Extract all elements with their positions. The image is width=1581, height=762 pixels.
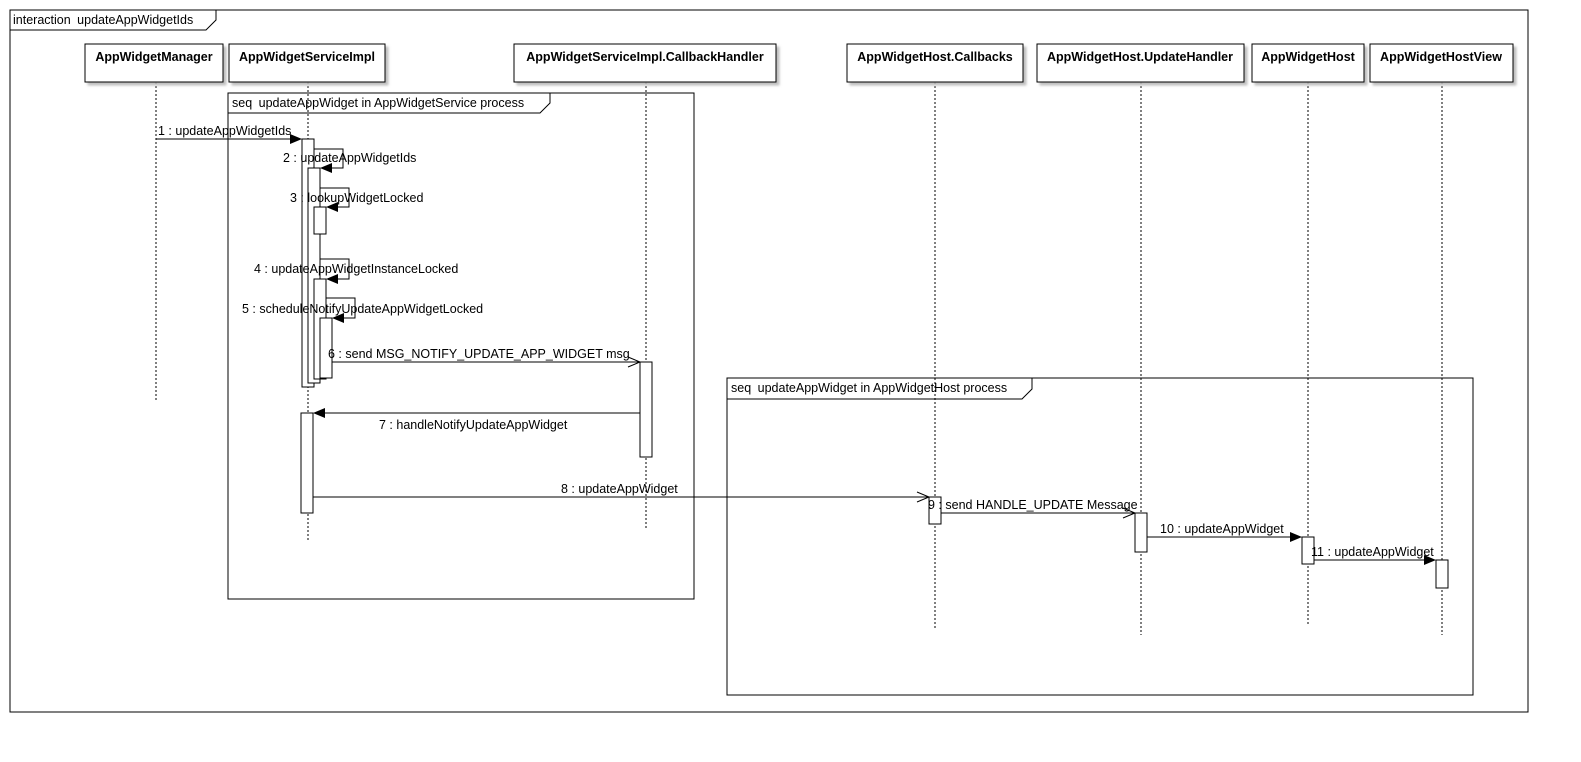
- message-label: 5 : scheduleNotifyUpdateAppWidgetLocked: [242, 302, 483, 316]
- activation-bar: [639, 361, 653, 458]
- message-4: 4 : updateAppWidgetInstanceLocked: [254, 258, 458, 284]
- lifeline-label: AppWidgetServiceImpl.CallbackHandler: [526, 50, 764, 64]
- message-2: 2 : updateAppWidgetIds: [283, 148, 416, 173]
- message-label: 6 : send MSG_NOTIFY_UPDATE_APP_WIDGET ms…: [328, 347, 630, 361]
- lifeline-app-widget-manager: AppWidgetManager: [84, 43, 224, 400]
- message-label: 2 : updateAppWidgetIds: [283, 151, 416, 165]
- fragment-host-process: seq updateAppWidget in AppWidgetHost pro…: [726, 377, 1474, 696]
- lifeline-host-callbacks: AppWidgetHost.Callbacks: [846, 43, 1024, 630]
- message-3: 3 : lookupWidgetLocked: [290, 187, 423, 212]
- interaction-frame: interaction updateAppWidgetIds: [9, 9, 1529, 713]
- activation-bar: [313, 206, 327, 235]
- activation-bar: [319, 317, 333, 379]
- frame-title: interaction updateAppWidgetIds: [13, 13, 193, 27]
- message-1: 1 : updateAppWidgetIds: [156, 124, 302, 144]
- lifeline-host-update-handler: AppWidgetHost.UpdateHandler: [1036, 43, 1245, 635]
- activations-service-impl: [300, 138, 333, 514]
- lifeline-callback-handler: AppWidgetServiceImpl.CallbackHandler: [513, 43, 777, 528]
- lifeline-label: AppWidgetServiceImpl: [239, 50, 375, 64]
- message-label: 11 : updateAppWidget: [1311, 545, 1434, 559]
- message-label: 8 : updateAppWidget: [561, 482, 678, 496]
- lifeline-app-widget-host: AppWidgetHost: [1251, 43, 1365, 624]
- fragment-service-process: seq updateAppWidget in AppWidgetService …: [227, 92, 695, 600]
- message-label: 10 : updateAppWidget: [1160, 522, 1284, 536]
- message-8: 8 : updateAppWidget: [313, 482, 931, 503]
- message-label: 9 : send HANDLE_UPDATE Message: [928, 498, 1138, 512]
- activations-others: [639, 361, 1449, 589]
- message-5: 5 : scheduleNotifyUpdateAppWidgetLocked: [242, 297, 483, 323]
- lifeline-label: AppWidgetHostView: [1380, 50, 1502, 64]
- message-7: 7 : handleNotifyUpdateAppWidget: [313, 408, 640, 432]
- activation-bar: [300, 412, 314, 514]
- message-label: 7 : handleNotifyUpdateAppWidget: [379, 418, 568, 432]
- message-10: 10 : updateAppWidget: [1147, 522, 1302, 542]
- fragment-title: seq updateAppWidget in AppWidgetService …: [232, 96, 524, 110]
- activation-bar: [1435, 559, 1449, 589]
- lifeline-label: AppWidgetManager: [95, 50, 212, 64]
- fragment-title: seq updateAppWidget in AppWidgetHost pro…: [731, 381, 1007, 395]
- lifeline-label: AppWidgetHost: [1261, 50, 1355, 64]
- lifeline-label: AppWidgetHost.UpdateHandler: [1047, 50, 1233, 64]
- message-label: 4 : updateAppWidgetInstanceLocked: [254, 262, 458, 276]
- lifeline-app-widget-host-view: AppWidgetHostView: [1369, 43, 1514, 635]
- message-11: 11 : updateAppWidget: [1311, 545, 1436, 565]
- message-6: 6 : send MSG_NOTIFY_UPDATE_APP_WIDGET ms…: [328, 347, 642, 368]
- lifeline-label: AppWidgetHost.Callbacks: [857, 50, 1013, 64]
- activation-bar: [1134, 512, 1148, 553]
- message-label: 3 : lookupWidgetLocked: [290, 191, 423, 205]
- message-label: 1 : updateAppWidgetIds: [158, 124, 291, 138]
- message-9: 9 : send HANDLE_UPDATE Message: [928, 498, 1138, 519]
- activation-bar: [928, 496, 942, 525]
- activation-bar: [1301, 536, 1315, 565]
